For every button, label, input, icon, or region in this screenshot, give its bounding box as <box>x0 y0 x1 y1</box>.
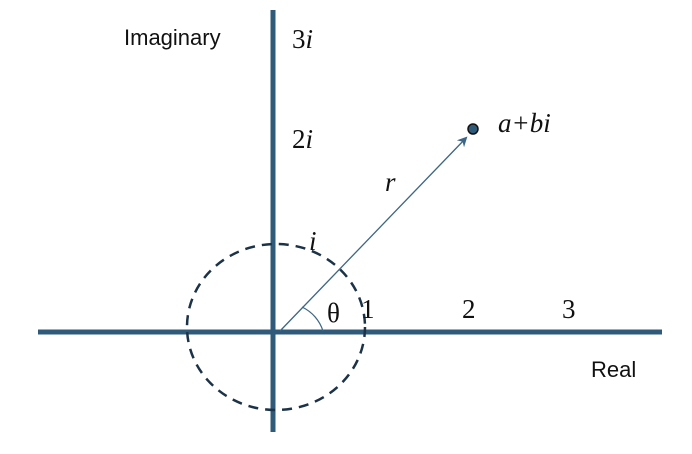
tick-number: 2 <box>292 124 306 154</box>
real-axis-label: Real <box>591 357 637 382</box>
unit-circle <box>185 242 367 412</box>
complex-point <box>467 123 479 135</box>
tick-unit: i <box>305 124 314 154</box>
real-tick-2: 2 <box>462 294 476 324</box>
tick-unit: i <box>305 24 314 54</box>
real-tick-1: 1 <box>361 294 375 324</box>
imaginary-axis-label: Imaginary <box>124 25 221 50</box>
real-tick-3: 3 <box>562 294 576 324</box>
radius-label: r <box>385 167 396 197</box>
angle-label: θ <box>327 298 340 328</box>
tick-number: 3 <box>292 24 306 54</box>
point-label: a+bi <box>498 108 551 138</box>
imag-tick-3i: 3i <box>292 24 313 55</box>
unit-circle-label: i <box>309 226 317 256</box>
imag-tick-2i: 2i <box>292 124 313 155</box>
radius-vector <box>279 136 468 332</box>
angle-arc <box>301 306 324 332</box>
